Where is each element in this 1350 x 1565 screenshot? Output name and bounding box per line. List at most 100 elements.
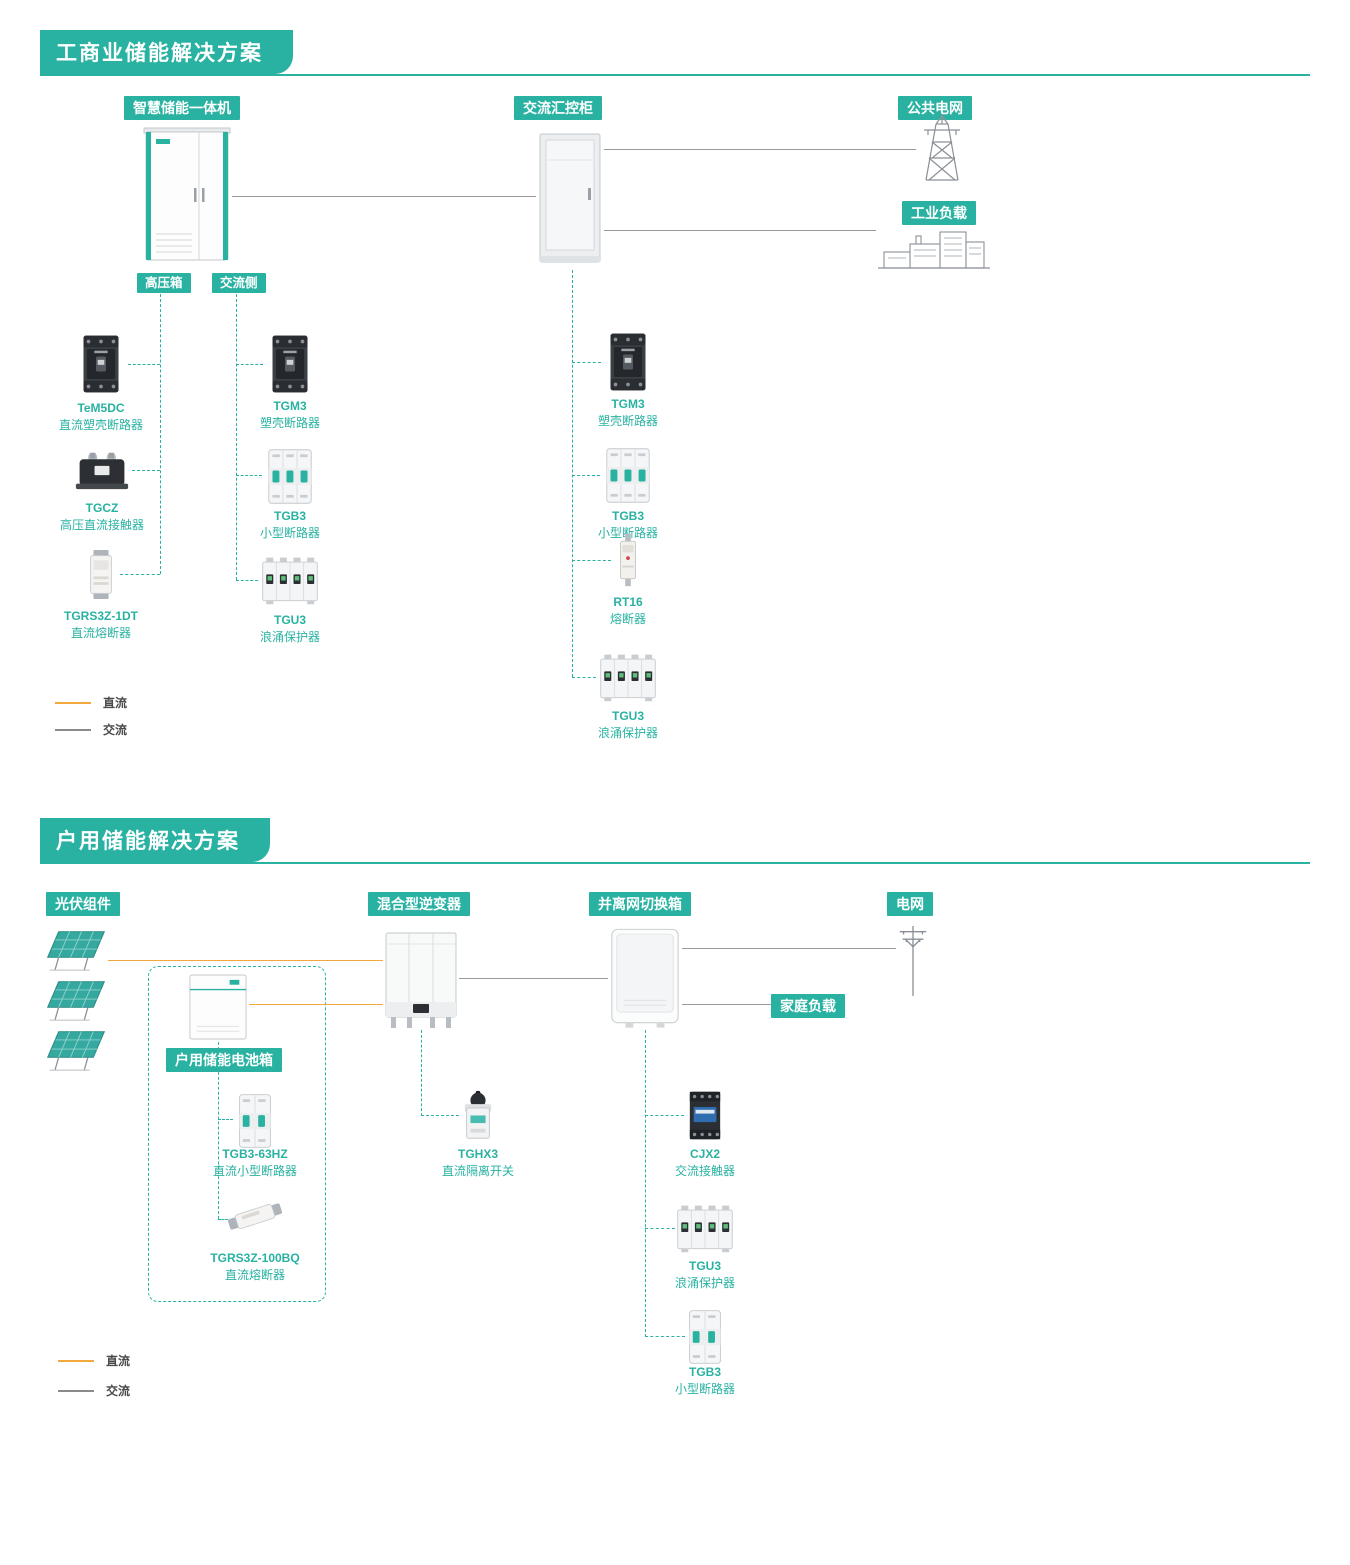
mccb-tgm3-image (265, 334, 315, 394)
dashed-branch (236, 364, 263, 365)
product-model: TGM3 (611, 397, 645, 411)
product-desc: 高压直流接触器 (59, 518, 144, 532)
product-label: TGRS3Z-100BQ 直流熔断器 (175, 1250, 335, 1284)
tag-hv-box: 高压箱 (137, 273, 191, 294)
dashed-branch (572, 475, 600, 476)
product-label: RT16 熔断器 (548, 594, 708, 628)
product-label: TGU3 浪涌保护器 (210, 612, 370, 646)
spd-tgu3-image (260, 555, 320, 606)
product-model: TGB3 (273, 509, 306, 523)
product-desc: 直流熔断器 (224, 1268, 285, 1282)
dashed-branch (236, 475, 262, 476)
product-desc: 浪涌保护器 (674, 1276, 735, 1290)
legend-ac: 交流 (58, 1382, 130, 1399)
industrial-building-icon (876, 228, 992, 272)
product-desc: 塑壳断路器 (597, 414, 658, 428)
product-model: TGU3 (688, 1259, 721, 1273)
dashed-branch (132, 470, 160, 471)
product-label: TGB3 小型断路器 (625, 1364, 785, 1398)
product-model: TGB3-63HZ (222, 1147, 288, 1161)
dashed-line-cabinet-column (572, 270, 573, 677)
dashed-branch (645, 1336, 685, 1337)
mcb-tgb3-63hz-image (235, 1092, 275, 1150)
dc-line-swatch (55, 701, 91, 704)
tag-home-load: 家庭负载 (771, 994, 845, 1019)
product-model: TGB3 (688, 1365, 721, 1379)
product-model: TGCZ (85, 501, 119, 515)
dashed-branch (572, 677, 596, 678)
product-desc: 熔断器 (609, 612, 646, 626)
legend-ac-label: 交流 (106, 1384, 131, 1398)
transmission-tower-icon (916, 112, 968, 182)
tag-industrial-load: 工业负载 (902, 201, 976, 226)
product-label: TGB3 小型断路器 (210, 508, 370, 542)
dashed-branch (218, 1219, 228, 1220)
tag-grid: 电网 (887, 892, 933, 917)
product-label: TGB3 小型断路器 (548, 508, 708, 542)
product-label: TGHX3 直流隔离开关 (398, 1146, 558, 1180)
product-model: TGU3 (273, 613, 306, 627)
mcb-tgb3-image (264, 447, 316, 506)
legend-dc: 直流 (55, 694, 127, 711)
tag-battery-box: 户用储能电池箱 (166, 1048, 282, 1073)
dashed-branch (218, 1119, 233, 1120)
hybrid-inverter-image (383, 930, 459, 1030)
product-desc: 直流熔断器 (70, 626, 131, 640)
connector-storage-to-cabinet (232, 196, 536, 197)
product-model: TGRS3Z-100BQ (210, 1251, 300, 1265)
section2-title: 户用储能解决方案 (40, 818, 270, 862)
legend-ac: 交流 (55, 721, 127, 738)
tag-pv-modules: 光伏组件 (46, 892, 120, 917)
tag-public-grid: 公共电网 (898, 96, 972, 121)
dashed-branch (421, 1115, 459, 1116)
product-label: TGB3-63HZ 直流小型断路器 (175, 1146, 335, 1180)
connector-cabinet-to-grid (604, 149, 916, 150)
product-desc: 小型断路器 (259, 526, 320, 540)
product-model: TGB3 (611, 509, 644, 523)
spd-tgu3-image (675, 1203, 735, 1254)
legend-ac-label: 交流 (103, 723, 128, 737)
contactor-cjx2-image (684, 1088, 726, 1143)
mcb-tgb3-image (685, 1308, 725, 1366)
product-model: CJX2 (689, 1147, 721, 1161)
dashed-line-inverter-column (421, 1030, 422, 1116)
dashed-branch (645, 1115, 684, 1116)
dashed-branch (120, 574, 160, 575)
hv-contactor-tgcz-image (74, 448, 130, 493)
mccb-tem5dc-image (76, 334, 126, 394)
product-label: TGCZ 高压直流接触器 (22, 500, 182, 534)
product-desc: 交流接触器 (674, 1164, 735, 1178)
product-label: TeM5DC 直流塑壳断路器 (21, 400, 181, 434)
dashed-line-switchbox-column (645, 1030, 646, 1337)
legend-dc-label: 直流 (106, 1354, 131, 1368)
dashed-branch (236, 580, 258, 581)
product-model: TGU3 (611, 709, 644, 723)
dashed-branch (645, 1228, 675, 1229)
dashed-branch (572, 362, 601, 363)
pv-panel-icon (44, 976, 108, 1024)
dashed-line-hv-column (160, 294, 161, 574)
pv-panel-icon (44, 926, 108, 974)
product-label: TGM3 塑壳断路器 (548, 396, 708, 430)
product-label: TGU3 浪涌保护器 (548, 708, 708, 742)
utility-pole-icon (896, 922, 930, 998)
product-desc: 浪涌保护器 (597, 726, 658, 740)
battery-box-outline (148, 966, 326, 1302)
ac-connector-switchbox-to-grid (682, 948, 896, 949)
fuse-rt16-image (613, 532, 643, 588)
ac-connector-inverter-to-switchbox (459, 978, 608, 979)
ac-line-swatch (58, 1389, 94, 1392)
product-desc: 小型断路器 (674, 1382, 735, 1396)
connector-cabinet-to-load (604, 230, 876, 231)
section1-header: 工商业储能解决方案 (40, 30, 1310, 76)
dc-connector-pv-to-inverter (108, 960, 383, 961)
ac-cabinet-image (536, 130, 604, 268)
product-label: TGU3 浪涌保护器 (625, 1258, 785, 1292)
switch-box-image (608, 926, 682, 1030)
mcb-tgb3-image (602, 446, 654, 505)
dc-isolator-tghx3-image (459, 1089, 497, 1142)
dashed-branch (128, 364, 160, 365)
tag-ac-cabinet: 交流汇控柜 (514, 96, 602, 121)
product-desc: 直流小型断路器 (212, 1164, 297, 1178)
